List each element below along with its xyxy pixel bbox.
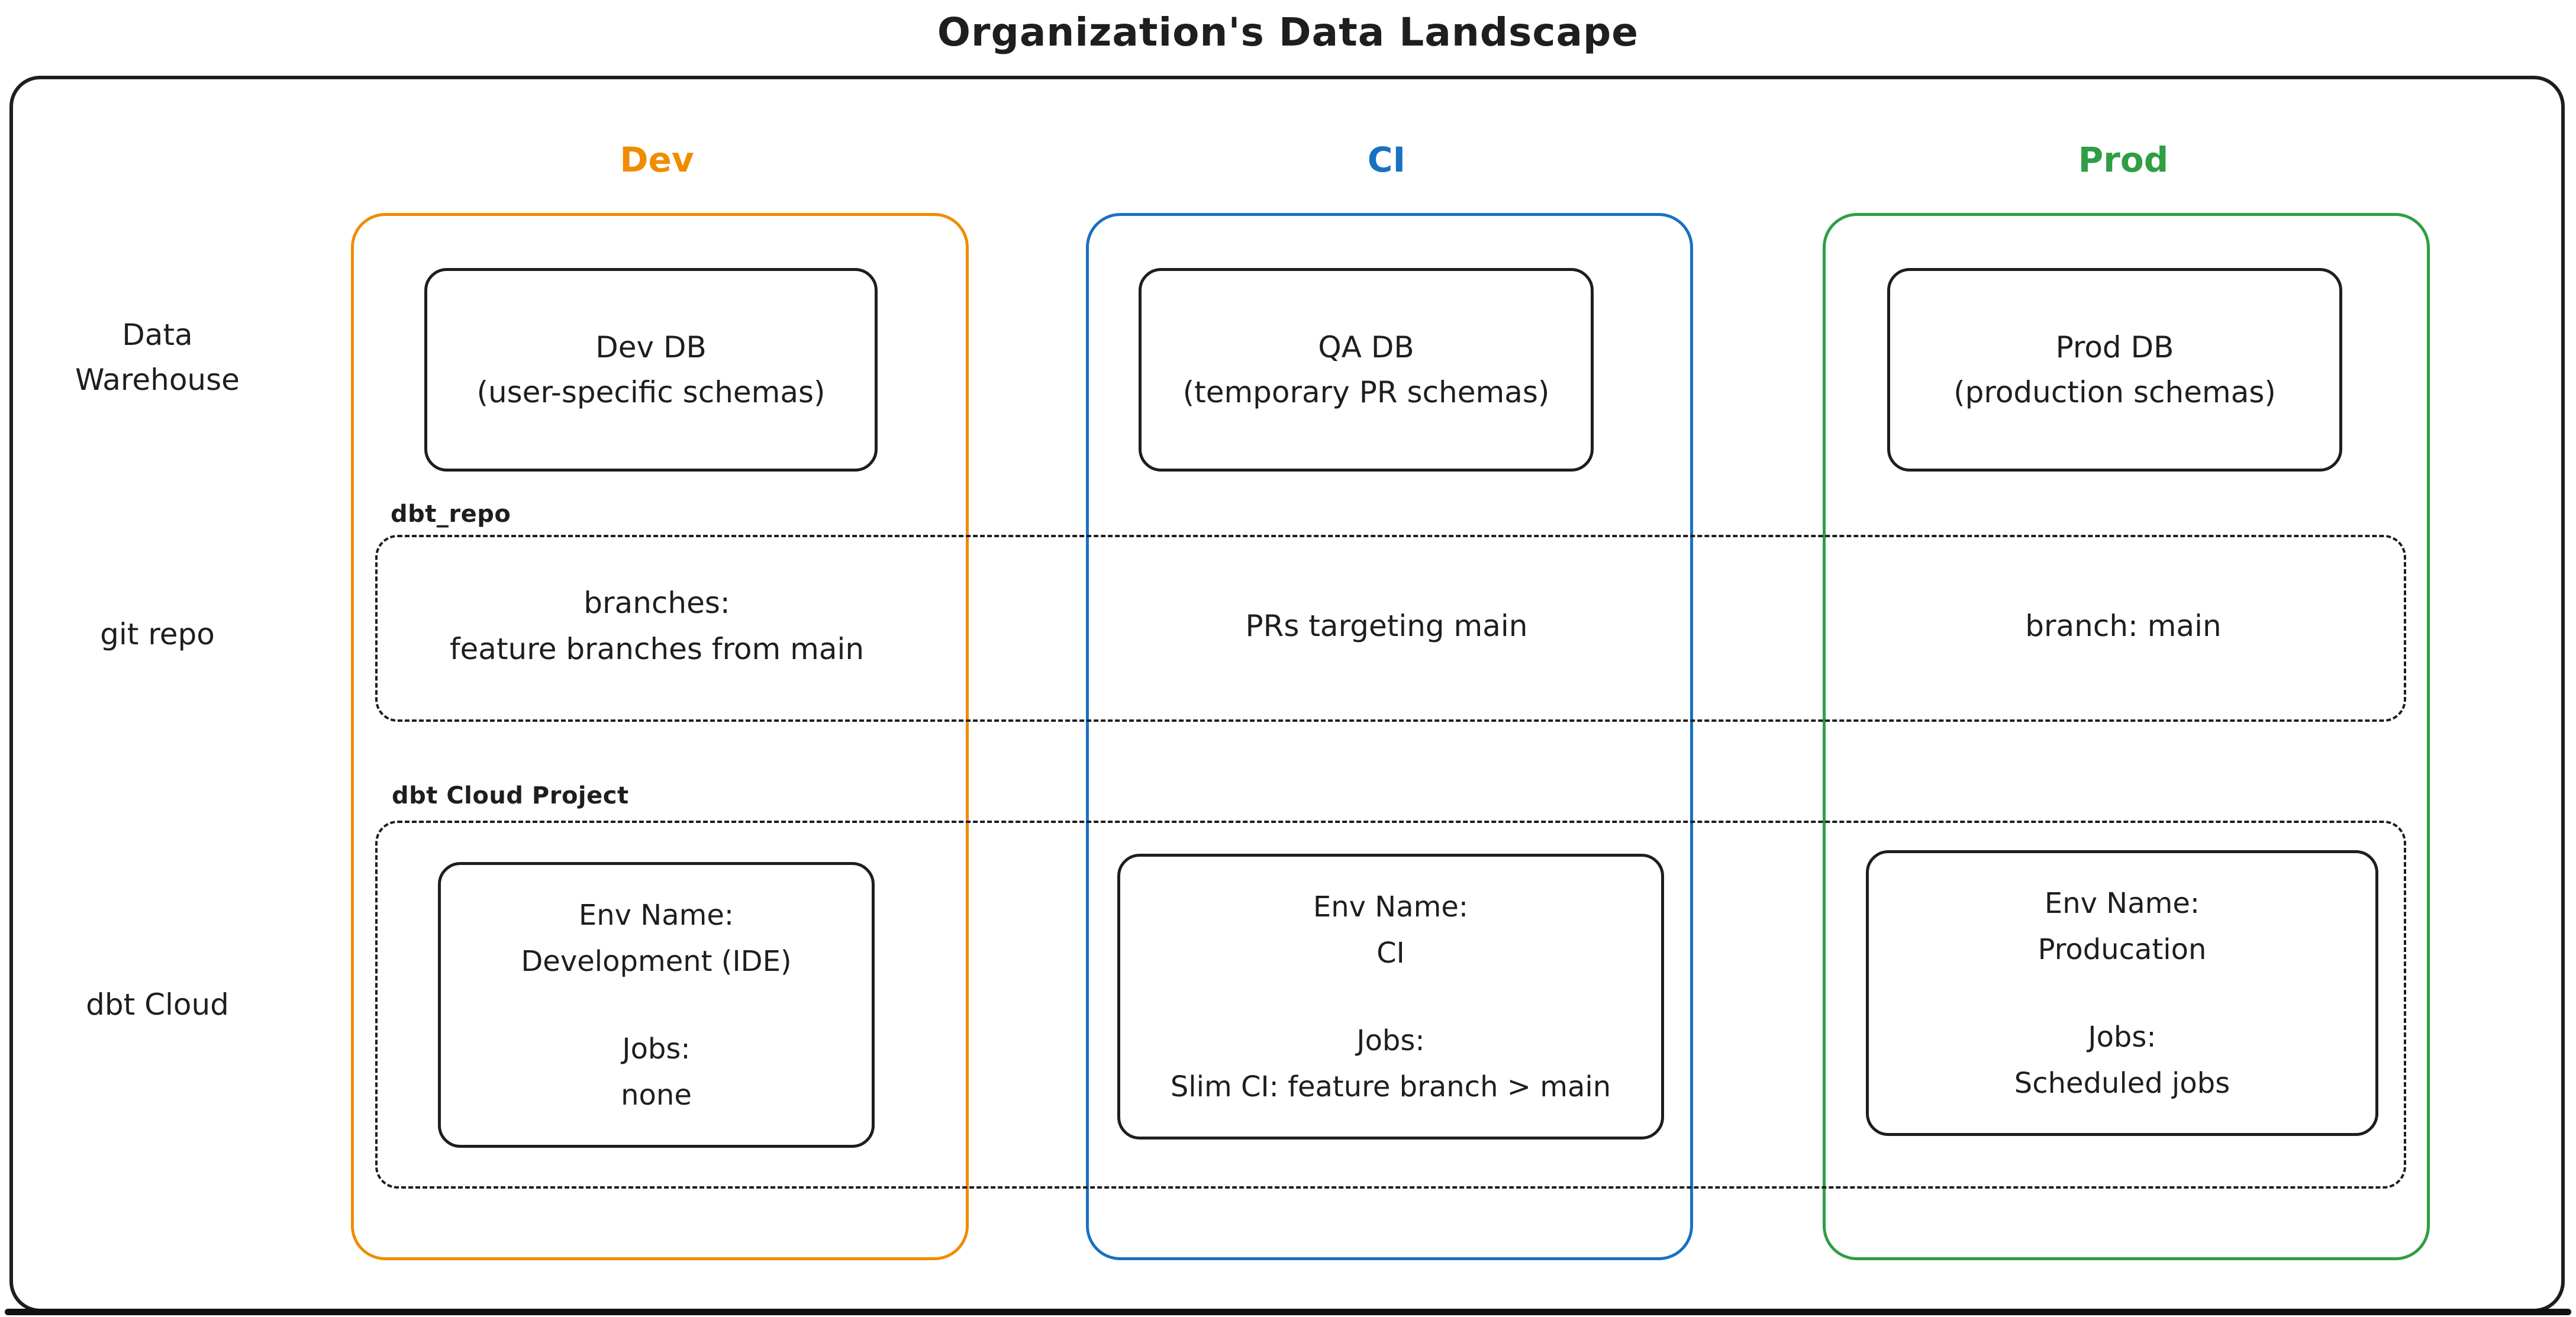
column-header-prod: Prod xyxy=(2078,140,2169,180)
column-rect-prod xyxy=(1823,213,2430,1260)
dbt-cloud-project-label: dbt Cloud Project xyxy=(392,782,629,809)
spacer xyxy=(1120,976,1661,1018)
ci-env-name: CI xyxy=(1376,936,1405,970)
git-repo-band xyxy=(375,535,2406,722)
prod-env-jobs-label: Jobs: xyxy=(2088,1020,2156,1054)
spacer xyxy=(1869,973,2375,1014)
prod-env-name-label: Env Name: xyxy=(2044,886,2200,920)
ci-env-name-label: Env Name: xyxy=(1313,890,1469,924)
row-label-data-warehouse-line1: Data xyxy=(122,318,193,352)
dev-env-name-label: Env Name: xyxy=(578,898,734,932)
ci-git-text: PRs targeting main xyxy=(1086,535,1687,717)
prod-db-title: Prod DB xyxy=(2055,330,2174,364)
dev-db-subtitle: (user-specific schemas) xyxy=(476,375,826,409)
dev-env-box: Env Name: Development (IDE) Jobs: none xyxy=(438,862,875,1148)
row-label-dbt-cloud: dbt Cloud xyxy=(86,987,229,1022)
column-rect-ci xyxy=(1086,213,1693,1260)
prod-env-box: Env Name: Producation Jobs: Scheduled jo… xyxy=(1866,850,2378,1136)
dev-env-jobs: none xyxy=(621,1078,692,1112)
ci-git-line1: PRs targeting main xyxy=(1245,609,1528,643)
prod-git-text: branch: main xyxy=(1823,535,2424,717)
qa-db-subtitle: (temporary PR schemas) xyxy=(1182,375,1550,409)
diagram-title: Organization's Data Landscape xyxy=(937,9,1639,55)
column-header-dev: Dev xyxy=(620,140,694,180)
prod-db-box: Prod DB (production schemas) xyxy=(1887,268,2342,472)
ci-env-box: Env Name: CI Jobs: Slim CI: feature bran… xyxy=(1117,854,1664,1140)
dev-git-text: branches: feature branches from main xyxy=(351,535,963,717)
dbt-repo-label: dbt_repo xyxy=(391,501,511,528)
prod-db-subtitle: (production schemas) xyxy=(1953,375,2276,409)
row-label-data-warehouse-line2: Warehouse xyxy=(75,363,240,397)
dev-git-line1: branches: xyxy=(583,586,730,620)
outer-frame-bottom-stroke xyxy=(5,1309,2571,1315)
prod-git-line1: branch: main xyxy=(2025,609,2222,643)
qa-db-box: QA DB (temporary PR schemas) xyxy=(1139,268,1594,472)
dbt-cloud-project-band xyxy=(375,821,2406,1189)
ci-env-jobs-label: Jobs: xyxy=(1356,1024,1425,1057)
prod-env-jobs: Scheduled jobs xyxy=(2014,1066,2230,1100)
dev-db-box: Dev DB (user-specific schemas) xyxy=(424,268,878,472)
dev-env-jobs-label: Jobs: xyxy=(622,1032,691,1066)
ci-env-jobs: Slim CI: feature branch > main xyxy=(1170,1070,1611,1103)
column-header-ci: CI xyxy=(1367,140,1406,180)
prod-env-name: Producation xyxy=(2037,932,2207,966)
row-label-git-repo: git repo xyxy=(100,617,215,651)
dev-git-line2: feature branches from main xyxy=(449,632,865,666)
qa-db-title: QA DB xyxy=(1318,330,1414,364)
spacer xyxy=(441,984,872,1026)
dev-db-title: Dev DB xyxy=(595,330,707,364)
row-label-data-warehouse: Data Warehouse xyxy=(21,312,294,402)
column-rect-dev xyxy=(351,213,969,1260)
dev-env-name: Development (IDE) xyxy=(521,944,792,978)
